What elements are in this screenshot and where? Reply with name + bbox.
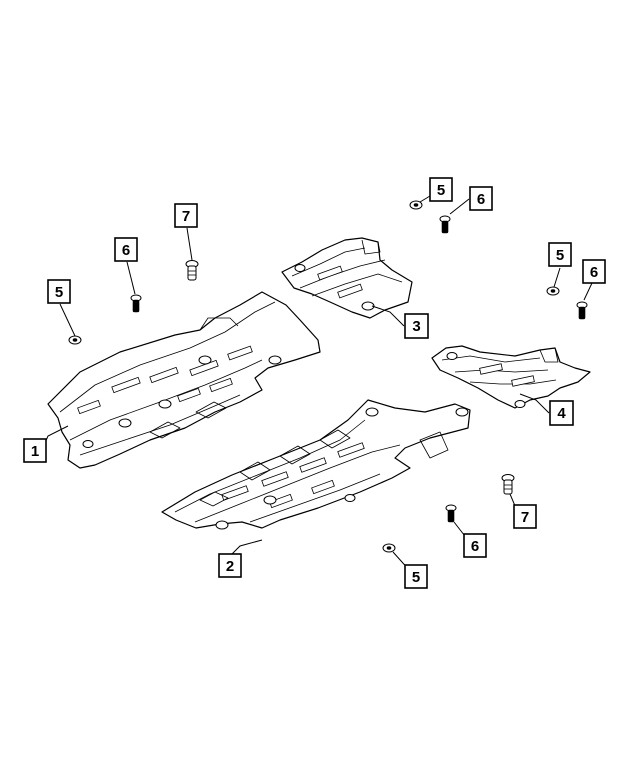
- svg-text:5: 5: [437, 182, 445, 199]
- svg-text:6: 6: [477, 191, 485, 208]
- callout-5b: 5: [429, 177, 453, 202]
- nut-5d: [382, 543, 396, 553]
- svg-text:5: 5: [556, 247, 564, 264]
- callout-6a: 6: [114, 237, 138, 262]
- screw-7b: [501, 474, 515, 495]
- callout-7a: 7: [174, 203, 198, 228]
- part-1-shield: [47, 291, 321, 469]
- svg-text:7: 7: [521, 509, 529, 526]
- retainer-6a: [130, 294, 142, 313]
- svg-text:6: 6: [590, 264, 598, 281]
- svg-text:5: 5: [412, 569, 420, 586]
- retainer-6b: [439, 215, 451, 234]
- svg-text:6: 6: [471, 538, 479, 555]
- part-3-shield: [281, 237, 413, 319]
- nut-5b: [409, 200, 423, 210]
- callout-5c: 5: [548, 242, 572, 267]
- callout-7b: 7: [513, 504, 537, 529]
- callout-2: 2: [218, 553, 242, 578]
- part-4-shield: [431, 345, 591, 409]
- svg-text:1: 1: [31, 443, 39, 460]
- retainer-6c: [576, 301, 588, 320]
- nut-5c: [546, 286, 560, 296]
- retainer-6d: [445, 504, 457, 523]
- callout-6d: 6: [463, 533, 487, 558]
- callout-4: 4: [549, 400, 574, 426]
- callout-5d: 5: [404, 564, 428, 589]
- callout-3: 3: [404, 313, 429, 339]
- svg-text:6: 6: [122, 242, 130, 259]
- svg-text:5: 5: [55, 284, 63, 301]
- part-2-shield: [161, 399, 471, 530]
- callout-1: 1: [23, 438, 47, 463]
- svg-text:4: 4: [557, 405, 566, 422]
- svg-text:3: 3: [412, 318, 420, 335]
- svg-text:2: 2: [226, 558, 234, 575]
- callout-6b: 6: [469, 186, 493, 211]
- screw-7a: [185, 260, 199, 281]
- callout-6c: 6: [582, 259, 606, 284]
- nut-5a: [68, 335, 82, 345]
- svg-text:7: 7: [182, 208, 190, 225]
- callout-5a: 5: [47, 279, 71, 304]
